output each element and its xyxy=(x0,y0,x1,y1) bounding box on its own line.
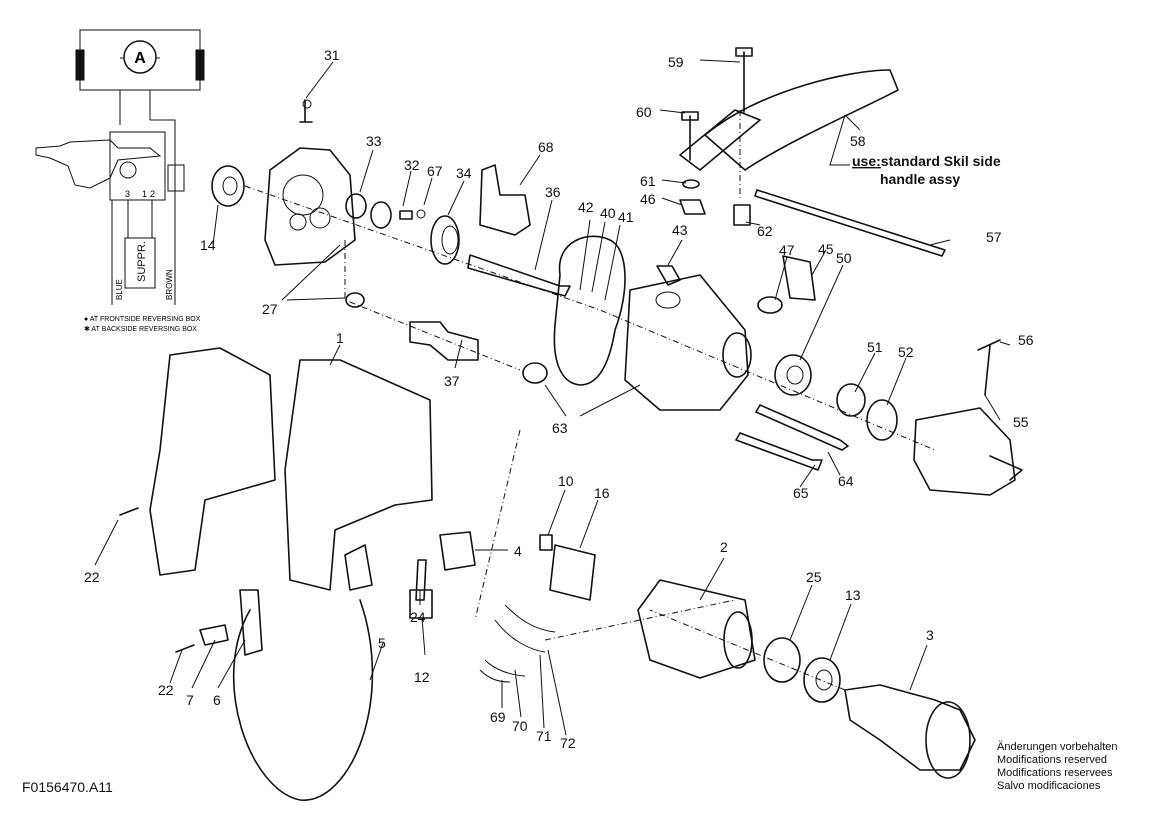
leader-lines xyxy=(94,59,1011,736)
modifications-notice: Änderungen vorbehalten Modifications res… xyxy=(997,741,1117,793)
part-number-34: 34 xyxy=(456,165,472,181)
motor-symbol-label: A xyxy=(134,50,146,67)
part-number-37: 37 xyxy=(444,373,460,389)
part-number-43: 43 xyxy=(672,222,688,238)
part-number-1: 1 xyxy=(336,330,344,346)
part-number-22-upper: 22 xyxy=(84,569,100,585)
part-number-46: 46 xyxy=(640,191,656,207)
part-number-7: 7 xyxy=(186,692,194,708)
part-number-64: 64 xyxy=(838,473,854,489)
part-number-70: 70 xyxy=(512,718,528,734)
terminal-1: 1 xyxy=(142,189,147,199)
part-number-42: 42 xyxy=(578,199,594,215)
side-handle-note-line2: handle assy xyxy=(880,171,960,187)
part-number-45: 45 xyxy=(818,241,834,257)
part-number-52: 52 xyxy=(898,344,914,360)
part-number-71: 71 xyxy=(536,728,552,744)
part-number-3: 3 xyxy=(926,627,934,643)
terminal-2: 2 xyxy=(150,189,155,199)
part-number-callouts: 31 33 32 67 34 68 36 42 40 41 14 27 37 6… xyxy=(84,47,1034,751)
part-number-68: 68 xyxy=(538,139,554,155)
modifications-notice-es: Salvo modificaciones xyxy=(997,780,1101,792)
wire-label-blue: BLUE xyxy=(115,279,124,300)
part-number-6: 6 xyxy=(213,692,221,708)
part-number-60: 60 xyxy=(636,104,652,120)
part-number-25: 25 xyxy=(806,569,822,585)
part-number-57: 57 xyxy=(986,229,1002,245)
part-number-62: 62 xyxy=(757,223,773,239)
modifications-notice-en: Modifications reserved xyxy=(997,754,1108,766)
wire-label-brown: BROWN xyxy=(165,269,174,300)
part-number-51: 51 xyxy=(867,339,883,355)
part-drawings xyxy=(119,47,1023,801)
part-number-36: 36 xyxy=(545,184,561,200)
part-number-31: 31 xyxy=(324,47,340,63)
part-number-69: 69 xyxy=(490,709,506,725)
part-number-40: 40 xyxy=(600,205,616,221)
part-number-24: 24 xyxy=(410,609,426,625)
side-handle-note: use:standard Skil side handle assy xyxy=(852,153,1001,187)
part-number-55: 55 xyxy=(1013,414,1029,430)
modifications-notice-fr: Modifications reservees xyxy=(997,767,1113,779)
part-number-67: 67 xyxy=(427,163,443,179)
part-number-59: 59 xyxy=(668,54,684,70)
part-number-10: 10 xyxy=(558,473,574,489)
part-number-5: 5 xyxy=(378,635,386,651)
part-number-50: 50 xyxy=(836,250,852,266)
part-number-32: 32 xyxy=(404,157,420,173)
legend-backside: ✱ AT BACKSIDE REVERSING BOX xyxy=(84,325,197,333)
part-number-14: 14 xyxy=(200,237,216,253)
part-number-27: 27 xyxy=(262,301,278,317)
part-number-41: 41 xyxy=(618,209,634,225)
wiring-diagram: A SUPPR. BLUE BROWN 3 1 2 ● AT FRONTSIDE… xyxy=(35,29,205,333)
motor-symbol xyxy=(123,40,157,74)
part-number-58: 58 xyxy=(850,133,866,149)
suppressor-label: SUPPR. xyxy=(136,241,148,282)
drawing-code: F0156470.A11 xyxy=(22,779,113,795)
part-number-56: 56 xyxy=(1018,332,1034,348)
part-number-33: 33 xyxy=(366,133,382,149)
assembly-axes xyxy=(244,110,936,691)
part-number-2: 2 xyxy=(720,539,728,555)
part-number-12: 12 xyxy=(414,669,430,685)
part-number-22-lower: 22 xyxy=(158,682,174,698)
legend-frontside: ● AT FRONTSIDE REVERSING BOX xyxy=(84,316,201,323)
terminal-3: 3 xyxy=(125,189,130,199)
side-handle-note-prefix: use: xyxy=(852,153,881,169)
svg-text:use:standard Skil side: use:standard Skil side xyxy=(852,153,1001,169)
part-number-72: 72 xyxy=(560,735,576,751)
part-number-65: 65 xyxy=(793,485,809,501)
part-number-47: 47 xyxy=(779,242,795,258)
part-number-13: 13 xyxy=(845,587,861,603)
part-number-63: 63 xyxy=(552,420,568,436)
part-number-61: 61 xyxy=(640,173,656,189)
part-number-4: 4 xyxy=(514,543,522,559)
side-handle-note-line1: standard Skil side xyxy=(881,153,1001,169)
part-number-16: 16 xyxy=(594,485,610,501)
modifications-notice-de: Änderungen vorbehalten xyxy=(997,741,1118,753)
